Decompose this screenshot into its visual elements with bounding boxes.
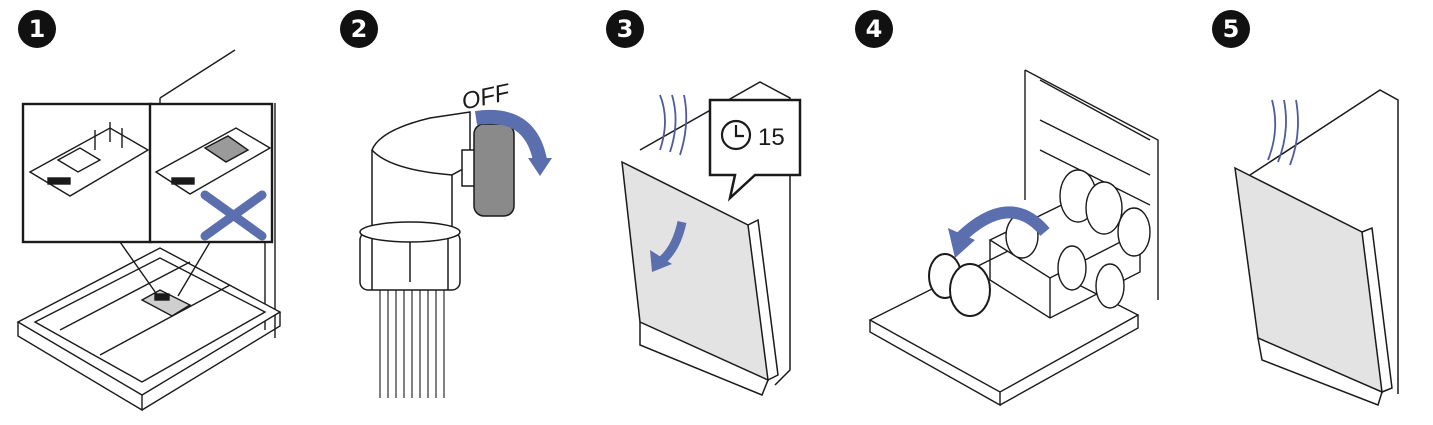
step-4-badge: 4: [855, 10, 893, 48]
step-5-badge: 5: [1212, 10, 1250, 48]
water-tap-off-icon: OFF: [359, 79, 552, 398]
step-3-badge: 3: [606, 10, 644, 48]
door-ajar-steam-icon: [1234, 89, 1399, 406]
detergent-dispenser-empty-icon: [16, 49, 282, 412]
timer-minutes-label: 15: [758, 124, 785, 151]
step-1-badge: 1: [18, 10, 56, 48]
door-ajar-timer-icon: 15: [621, 81, 802, 396]
unload-lower-rack-icon: [868, 69, 1159, 407]
step-2-badge: 2: [340, 10, 378, 48]
tap-off-label: OFF: [459, 79, 513, 116]
